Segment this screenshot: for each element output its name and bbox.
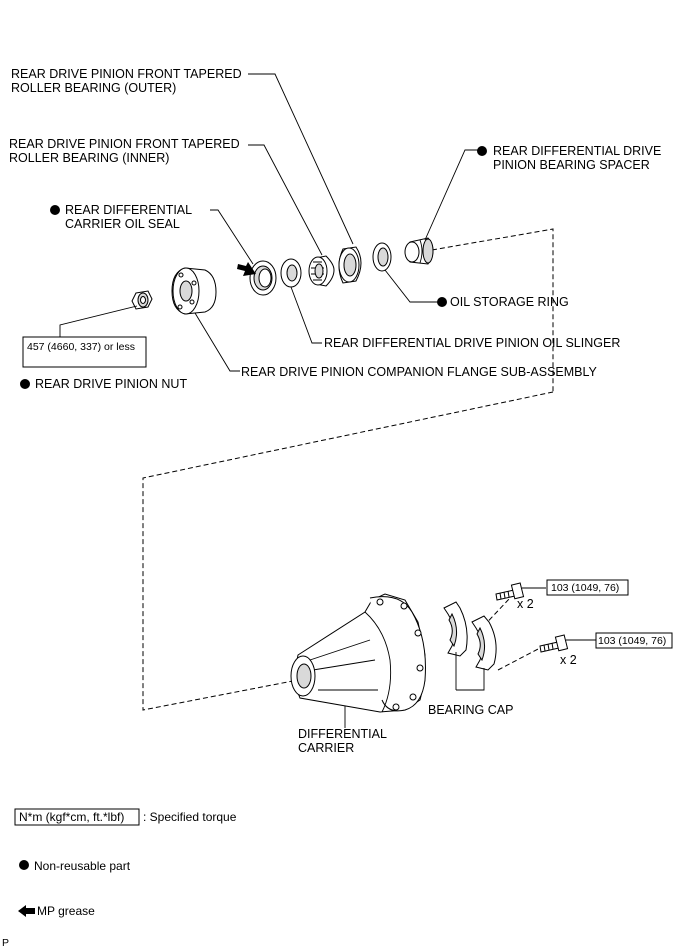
quantity-bolt-1: x 2 — [517, 597, 534, 611]
legend-torque: N*m (kgf*cm, ft.*lbf) : Specified torque — [14, 808, 237, 826]
svg-text:DIFFERENTIAL: DIFFERENTIAL — [298, 727, 387, 741]
non-reusable-bullet-icon — [20, 379, 30, 389]
footer-code: P — [2, 937, 9, 949]
upper-leader-lines — [59, 73, 480, 372]
svg-text:REAR DRIVE PINION NUT: REAR DRIVE PINION NUT — [35, 377, 187, 391]
front-bearing-inner-part — [308, 255, 335, 287]
assembly-guide-lines — [142, 228, 554, 711]
lower-leader-lines — [344, 587, 596, 728]
svg-text:ROLLER BEARING (INNER): ROLLER BEARING (INNER) — [9, 151, 169, 165]
legend-non-reusable: Non-reusable part — [19, 859, 131, 873]
differential-carrier-part — [290, 593, 426, 713]
label-front-bearing-inner: REAR DRIVE PINION FRONT TAPERED ROLLER B… — [9, 137, 240, 165]
pinion-nut-part — [131, 290, 153, 310]
svg-text:REAR DIFFERENTIAL DRIVE: REAR DIFFERENTIAL DRIVE — [493, 144, 661, 158]
svg-text:MP grease: MP grease — [37, 904, 95, 918]
svg-text:P: P — [2, 937, 9, 949]
svg-text:REAR DRIVE PINION FRONT TAPERE: REAR DRIVE PINION FRONT TAPERED — [9, 137, 240, 151]
svg-text:103 (1049, 76): 103 (1049, 76) — [551, 582, 619, 594]
svg-text:REAR DIFFERENTIAL: REAR DIFFERENTIAL — [65, 203, 192, 217]
label-oil-slinger: REAR DIFFERENTIAL DRIVE PINION OIL SLING… — [324, 336, 620, 350]
svg-text:PINION BEARING SPACER: PINION BEARING SPACER — [493, 158, 650, 172]
label-companion-flange: REAR DRIVE PINION COMPANION FLANGE SUB-A… — [241, 365, 598, 379]
svg-text:Non-reusable part: Non-reusable part — [34, 859, 131, 873]
label-bearing-spacer: REAR DIFFERENTIAL DRIVE PINION BEARING S… — [477, 144, 661, 172]
label-bearing-cap: BEARING CAP — [428, 703, 513, 717]
svg-text:103 (1049, 76): 103 (1049, 76) — [598, 635, 666, 647]
label-oil-seal: REAR DIFFERENTIAL CARRIER OIL SEAL — [50, 203, 192, 231]
svg-text:CARRIER: CARRIER — [298, 741, 354, 755]
oil-seal-part — [249, 260, 277, 296]
svg-text:OIL STORAGE RING: OIL STORAGE RING — [450, 295, 569, 309]
bearing-cap-1-part — [443, 601, 468, 657]
svg-text:x 2: x 2 — [560, 653, 577, 667]
torque-box-pinion-nut: 457 (4660, 337) or less — [22, 336, 147, 368]
oil-storage-ring-part — [372, 242, 392, 272]
bearing-spacer-part — [404, 237, 434, 265]
filled-circle-icon — [19, 860, 29, 870]
svg-text:N*m (kgf*cm, ft.*lbf): N*m (kgf*cm, ft.*lbf) — [19, 810, 124, 824]
label-differential-carrier: DIFFERENTIAL CARRIER — [298, 727, 387, 755]
non-reusable-bullet-icon — [437, 297, 447, 307]
non-reusable-bullet-icon — [50, 205, 60, 215]
front-bearing-outer-part — [338, 246, 362, 284]
svg-text:REAR DRIVE PINION COMPANION FL: REAR DRIVE PINION COMPANION FLANGE SUB-A… — [241, 365, 598, 379]
svg-text:: Specified torque: : Specified torque — [143, 810, 237, 824]
oil-slinger-part — [280, 258, 302, 288]
svg-text:REAR DIFFERENTIAL DRIVE PINION: REAR DIFFERENTIAL DRIVE PINION OIL SLING… — [324, 336, 620, 350]
svg-text:REAR DRIVE PINION FRONT TAPERE: REAR DRIVE PINION FRONT TAPERED — [11, 67, 242, 81]
legend-mp-grease: MP grease — [18, 904, 95, 918]
torque-box-bolt-2: 103 (1049, 76) — [595, 632, 673, 649]
svg-text:x 2: x 2 — [517, 597, 534, 611]
svg-text:457 (4660, 337) or less: 457 (4660, 337) or less — [27, 341, 135, 353]
svg-text:BEARING CAP: BEARING CAP — [428, 703, 513, 717]
bearing-cap-2-part — [471, 615, 497, 671]
arrow-left-icon — [18, 905, 35, 917]
svg-text:ROLLER BEARING (OUTER): ROLLER BEARING (OUTER) — [11, 81, 176, 95]
label-oil-storage-ring: OIL STORAGE RING — [437, 295, 569, 309]
bearing-cap-bolt-1-part — [495, 582, 525, 601]
torque-box-bolt-1: 103 (1049, 76) — [546, 579, 629, 596]
label-front-bearing-outer: REAR DRIVE PINION FRONT TAPERED ROLLER B… — [11, 67, 242, 95]
grease-arrow-icon — [237, 262, 256, 276]
companion-flange-part — [171, 267, 217, 315]
svg-text:CARRIER OIL SEAL: CARRIER OIL SEAL — [65, 217, 180, 231]
quantity-bolt-2: x 2 — [560, 653, 577, 667]
label-pinion-nut: REAR DRIVE PINION NUT — [20, 377, 187, 391]
bearing-cap-bolt-2-part — [539, 634, 569, 653]
non-reusable-bullet-icon — [477, 146, 487, 156]
